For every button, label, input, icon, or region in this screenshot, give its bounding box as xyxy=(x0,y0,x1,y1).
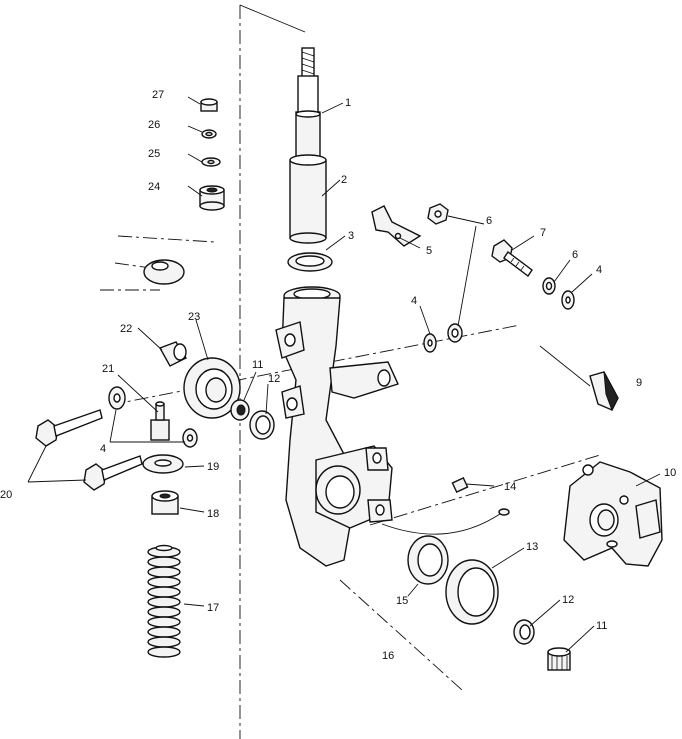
callout-19: 19 xyxy=(207,461,219,473)
callout-labels: 1 2 3 4 4 4 5 6 6 7 9 10 11 11 12 12 13 … xyxy=(0,89,676,662)
callout-1: 1 xyxy=(345,97,351,109)
callout-4-right-upper: 4 xyxy=(596,264,602,276)
lock-washer-part-19 xyxy=(142,454,184,474)
callout-14: 14 xyxy=(504,481,516,493)
callout-6-right: 6 xyxy=(572,249,578,261)
callout-13: 13 xyxy=(526,541,538,553)
callout-6-upper: 6 xyxy=(486,215,492,227)
bearing-cone-part-11-left xyxy=(230,399,250,421)
strut-tube-part xyxy=(289,154,327,244)
callout-11-left: 11 xyxy=(252,359,263,371)
sensor-part-14 xyxy=(381,477,510,535)
bolt-parts-20 xyxy=(35,409,143,491)
callout-12-right: 12 xyxy=(562,594,574,606)
callout-25: 25 xyxy=(148,148,160,160)
strut-shaft-part xyxy=(295,47,321,161)
bolt-washer xyxy=(108,386,126,410)
callout-16: 16 xyxy=(382,650,394,662)
callout-leader-lines xyxy=(27,96,661,653)
callout-4-left: 4 xyxy=(100,443,106,455)
callout-23: 23 xyxy=(188,311,200,323)
callout-9: 9 xyxy=(636,377,642,389)
ring-part-12-left xyxy=(249,410,275,440)
sleeve-part-22 xyxy=(158,341,188,367)
callout-10: 10 xyxy=(664,467,676,479)
callout-3: 3 xyxy=(348,230,354,242)
seal-part-15 xyxy=(407,535,449,585)
callout-12-left: 12 xyxy=(268,373,280,385)
grease-fitting-part-21 xyxy=(150,401,170,441)
nut-part-18 xyxy=(151,490,179,515)
callout-26: 26 xyxy=(148,119,160,131)
callout-4-center: 4 xyxy=(411,295,417,307)
callout-2: 2 xyxy=(341,174,347,186)
top-fastener-stack xyxy=(199,98,225,211)
mount-boss xyxy=(143,259,185,285)
callout-27: 27 xyxy=(152,89,164,101)
callout-7: 7 xyxy=(540,227,546,239)
castle-nut-part-11-right xyxy=(547,647,571,671)
washer-parts-4 xyxy=(182,290,575,448)
seal-ring-part xyxy=(287,252,333,272)
nut-parts-6 xyxy=(427,203,556,343)
steering-knuckle-body xyxy=(275,286,399,567)
bolt-part-7 xyxy=(491,239,533,278)
callout-17: 17 xyxy=(207,602,219,614)
callout-18: 18 xyxy=(207,508,219,520)
callout-15: 15 xyxy=(396,595,408,607)
wedge-pad-part xyxy=(589,371,619,412)
callout-24: 24 xyxy=(148,181,160,193)
brake-caliper-part-10 xyxy=(563,461,663,567)
callout-20: 20 xyxy=(0,489,12,501)
callout-21: 21 xyxy=(102,363,114,375)
ring-part-12-right xyxy=(513,619,535,645)
bearing-race-part-13 xyxy=(445,559,499,625)
callout-5: 5 xyxy=(426,245,432,257)
callout-22: 22 xyxy=(120,323,132,335)
callout-11-right: 11 xyxy=(596,620,607,632)
coil-spring-part-17 xyxy=(147,544,181,658)
bearing-part-23 xyxy=(183,357,241,419)
bracket-part xyxy=(371,205,422,247)
